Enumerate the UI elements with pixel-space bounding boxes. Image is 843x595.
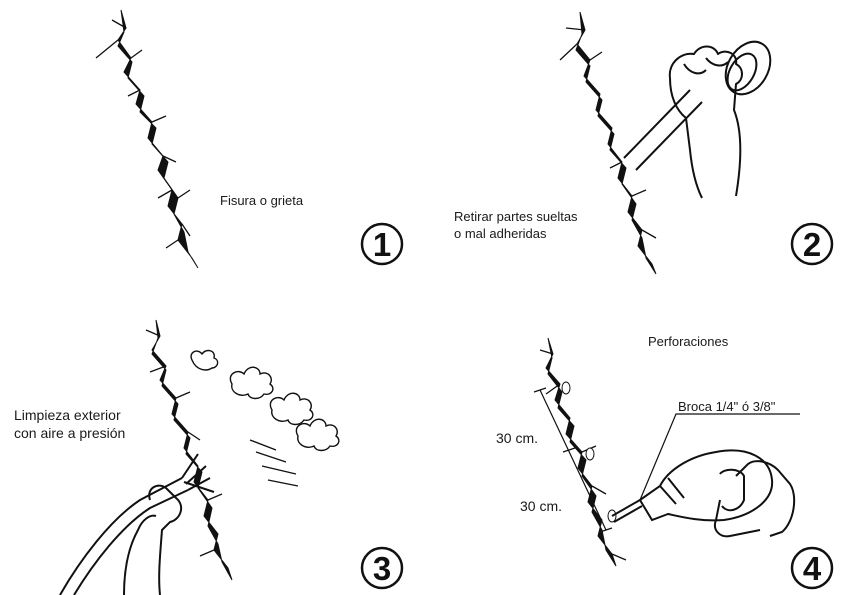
panel-4-crack <box>540 338 626 566</box>
step-number-1-text: 1 <box>373 226 391 263</box>
caption-step-2: Retirar partes sueltas o mal adheridas <box>454 208 578 242</box>
caption-step-3: Limpieza exterior con aire a presión <box>14 406 125 442</box>
step-number-2: 2 <box>790 222 834 266</box>
panel-4-drill-hand <box>612 450 794 536</box>
panel-4-drill-bit-leader <box>640 414 800 500</box>
caption-step-3-line-1: Limpieza exterior <box>14 406 125 424</box>
step-number-2-text: 2 <box>803 226 821 263</box>
panel-3-air-hose-hand <box>60 454 214 595</box>
step-number-4-text: 4 <box>803 550 822 587</box>
caption-step-3-line-2: con aire a presión <box>14 424 125 442</box>
caption-step-2-line-2: o mal adheridas <box>454 225 578 242</box>
spacing-label-lower: 30 cm. <box>520 498 562 514</box>
panel-3-dust-clouds <box>191 351 339 486</box>
caption-step-2-line-1: Retirar partes sueltas <box>454 208 578 225</box>
step-number-4: 4 <box>790 546 834 590</box>
step-number-3-text: 3 <box>373 550 391 587</box>
panel-1-crack <box>96 10 198 268</box>
step-number-1: 1 <box>360 222 404 266</box>
caption-step-4-line-1: Perforaciones <box>648 333 728 350</box>
spacing-label-upper: 30 cm. <box>496 430 538 446</box>
panel-3-crack <box>146 320 232 580</box>
step-number-3: 3 <box>360 546 404 590</box>
caption-step-1-line-1: Fisura o grieta <box>220 192 303 209</box>
caption-step-4: Perforaciones <box>648 333 728 350</box>
caption-step-1: Fisura o grieta <box>220 192 303 209</box>
drill-bit-label: Broca 1/4" ó 3/8" <box>678 398 775 415</box>
panel-2-hammer-hand <box>624 34 779 198</box>
